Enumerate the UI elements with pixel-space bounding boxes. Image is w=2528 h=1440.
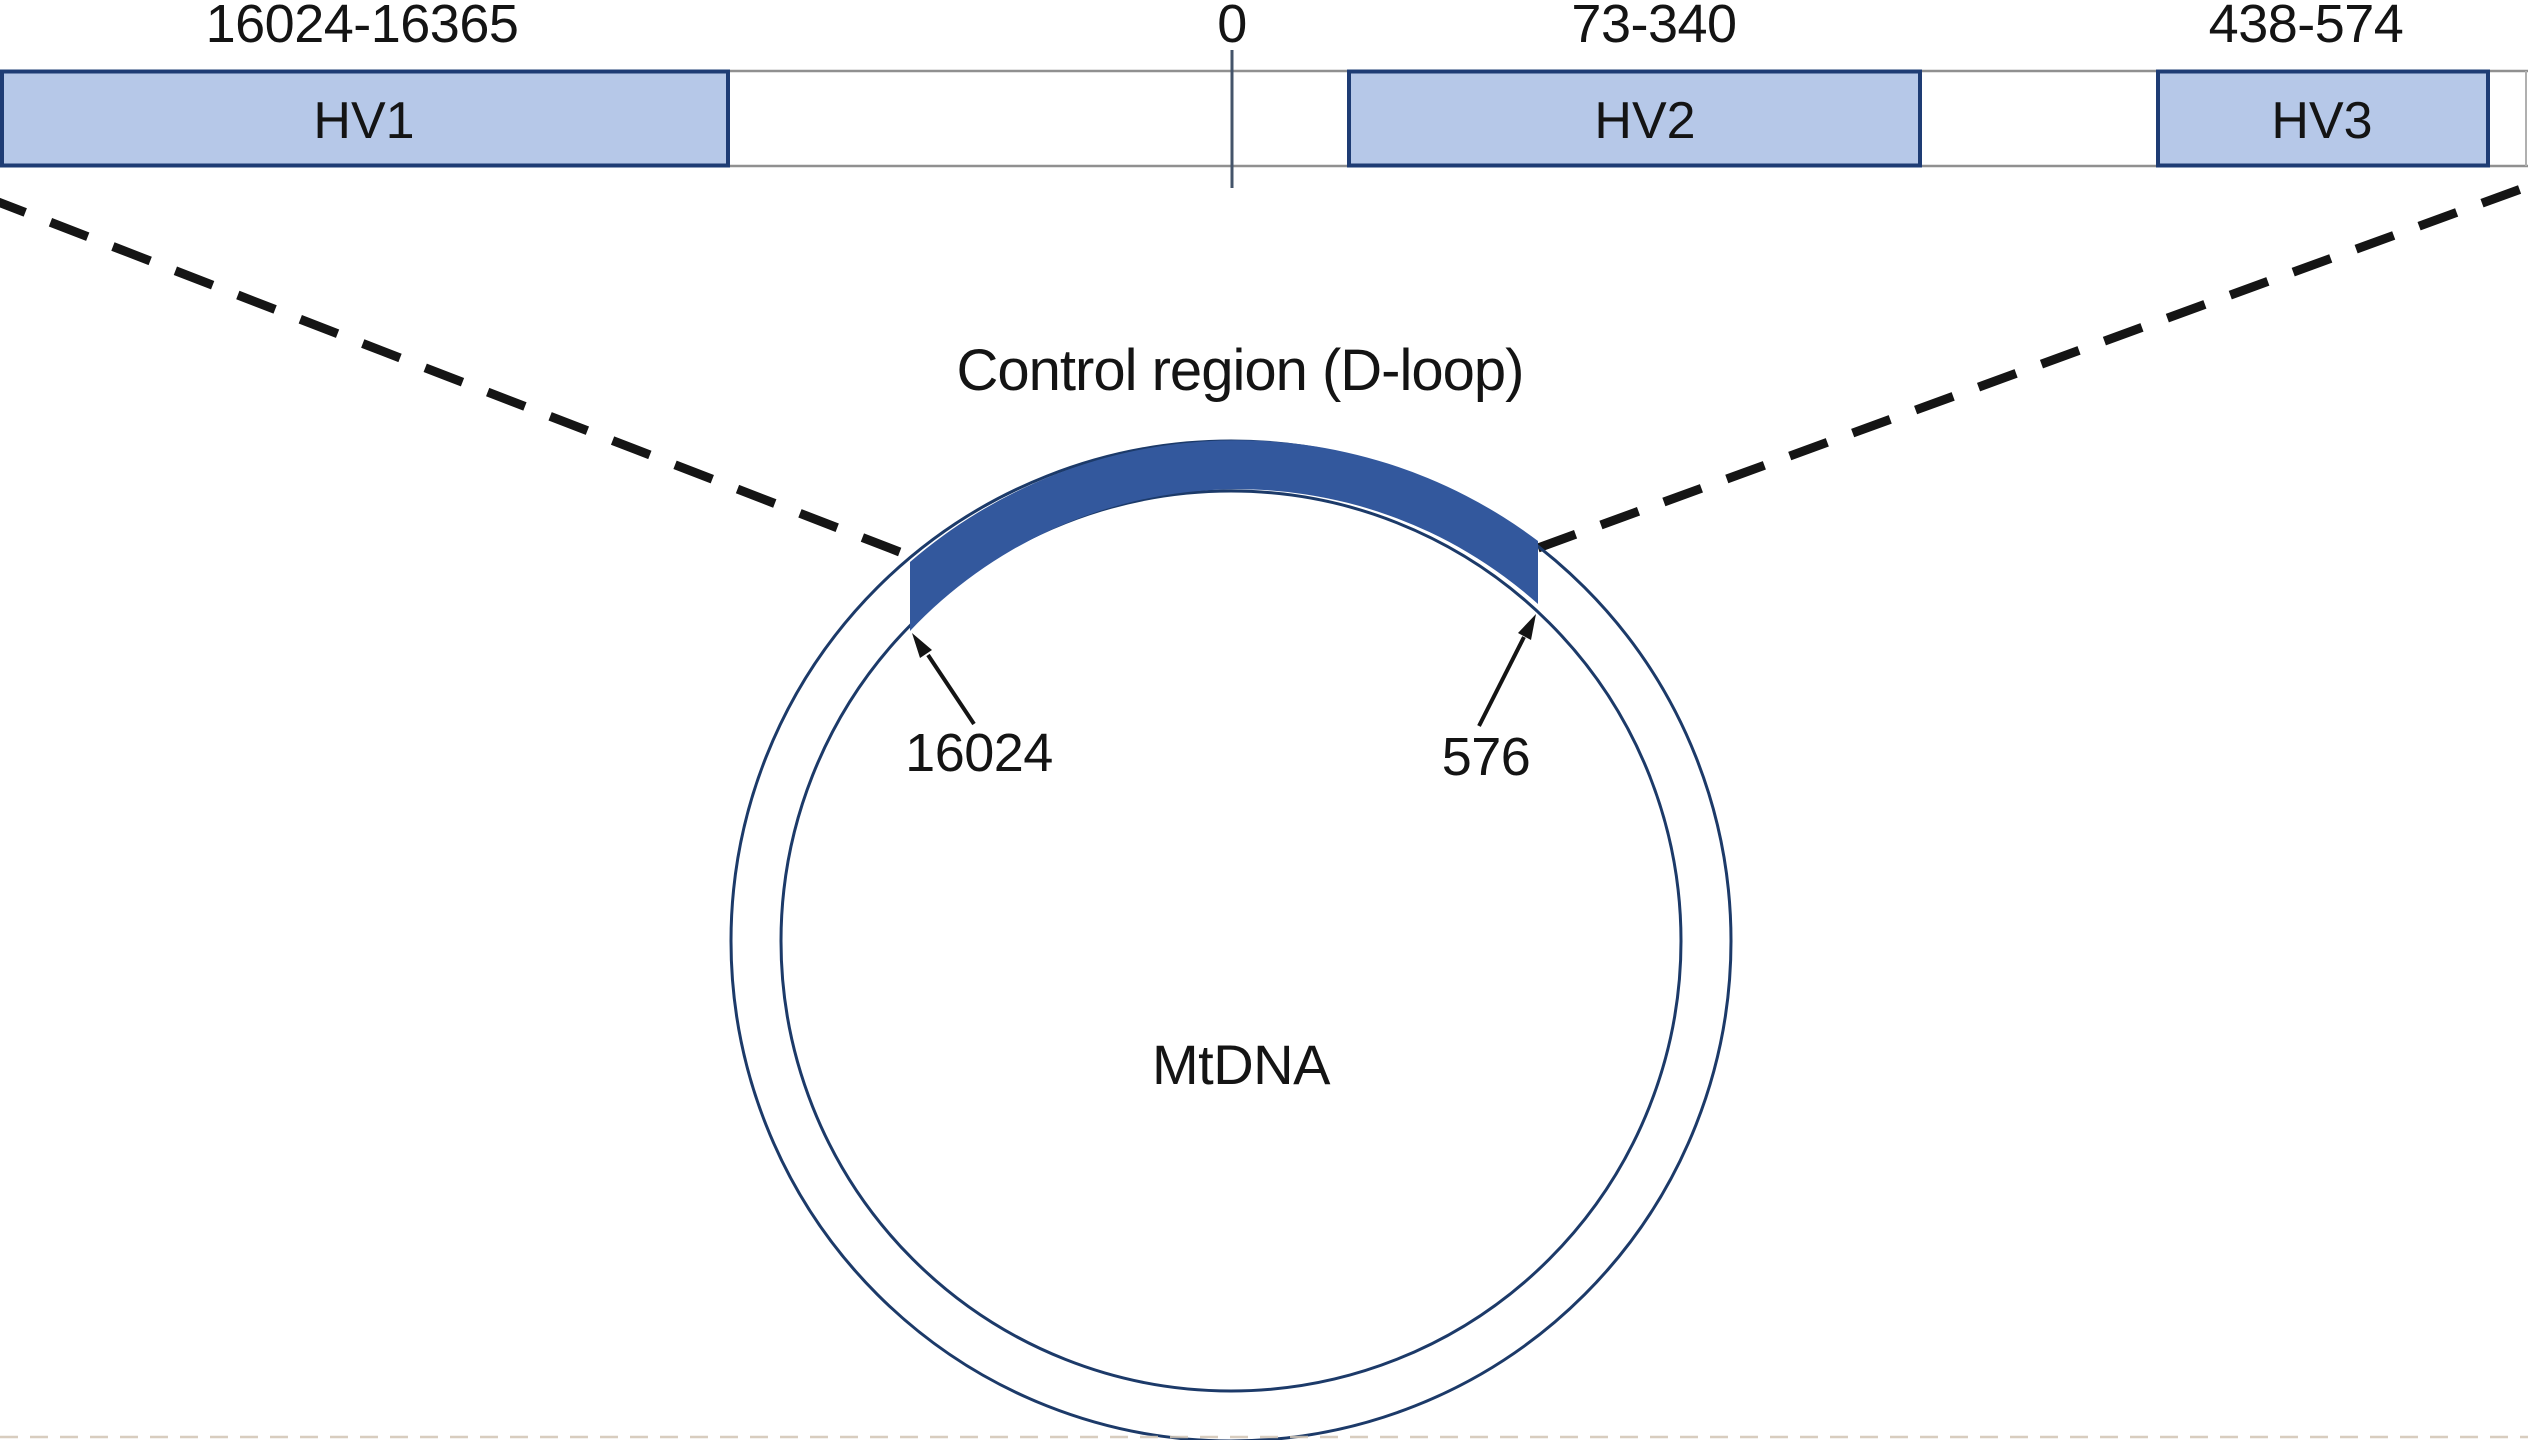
control-region-title: Control region (D-loop) <box>957 338 1524 403</box>
arrow-to-576-head <box>1518 614 1536 640</box>
hv1-label: HV1 <box>313 92 414 150</box>
linear-map: 16024-16365 HV1 0 73-340 HV2 438-574 HV3 <box>0 0 2528 188</box>
arrow-to-16024 <box>912 633 976 726</box>
hv3-label: HV3 <box>2271 92 2372 150</box>
hv2-box <box>1347 69 1922 168</box>
position-576-label: 576 <box>1442 727 1531 787</box>
control-region-arc <box>910 440 1538 631</box>
arrow-to-576-line <box>1477 636 1526 727</box>
arrow-to-16024-line <box>926 653 976 726</box>
arrow-to-576 <box>1477 614 1536 727</box>
right-dashed-connector <box>1536 181 2528 553</box>
zero-label: 0 <box>1217 0 1247 54</box>
hv1-range-label: 16024-16365 <box>206 0 519 54</box>
mtdna-label: MtDNA <box>1152 1033 1331 1096</box>
arrow-to-16024-head <box>912 633 932 658</box>
mtdna-inner-circle <box>779 489 1683 1393</box>
hv2-range-label: 73-340 <box>1571 0 1736 54</box>
left-dashed-connector <box>0 197 912 561</box>
hv2-label: HV2 <box>1594 92 1695 150</box>
circle-map: Control region (D-loop) 16024 576 MtDNA <box>729 338 1733 1440</box>
hv3-box <box>2156 69 2490 168</box>
position-16024-label: 16024 <box>905 723 1053 783</box>
hv1-box <box>0 69 730 168</box>
mtdna-outer-circle <box>729 439 1733 1440</box>
hv3-range-label: 438-574 <box>2209 0 2404 54</box>
